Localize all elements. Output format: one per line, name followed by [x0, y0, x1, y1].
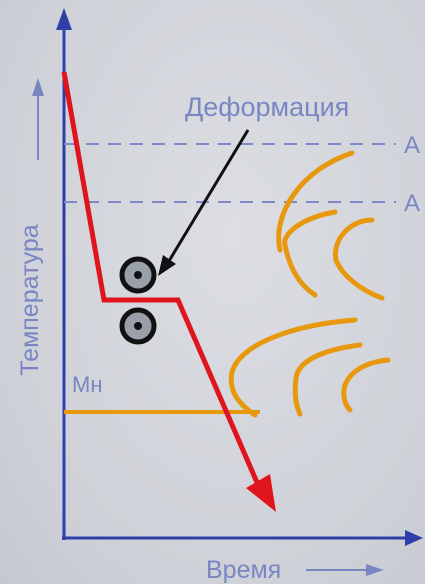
treatment-path-line — [61, 71, 265, 495]
y-label-arrow-icon — [32, 78, 44, 96]
deformation-label: Деформация — [185, 92, 349, 122]
deformation-pointer-line — [164, 129, 250, 267]
deformation-pointer-arrow-icon — [158, 255, 176, 276]
x-label-arrow-icon — [366, 564, 384, 576]
ac3-label: A — [404, 132, 420, 159]
y-axis-label: Температура — [16, 224, 44, 376]
c-curve-upper-finish — [332, 217, 385, 301]
c-curve-lower-start — [228, 317, 358, 418]
c-curve-lower-finish — [341, 357, 391, 413]
x-axis-label: Время — [206, 556, 281, 584]
ac1-label: A — [404, 190, 420, 217]
c-curve-upper-start — [282, 209, 338, 298]
ms-label: Mн — [72, 372, 102, 397]
roller-bottom-icon — [119, 307, 157, 345]
roller-top-icon — [119, 256, 157, 294]
x-axis-arrow-icon — [405, 530, 423, 546]
treatment-path-arrow-icon — [246, 474, 276, 512]
c-curve-lower-middle — [292, 342, 363, 417]
y-axis-arrow-icon — [56, 8, 72, 30]
c-curve-upper-outer-start — [276, 150, 355, 253]
